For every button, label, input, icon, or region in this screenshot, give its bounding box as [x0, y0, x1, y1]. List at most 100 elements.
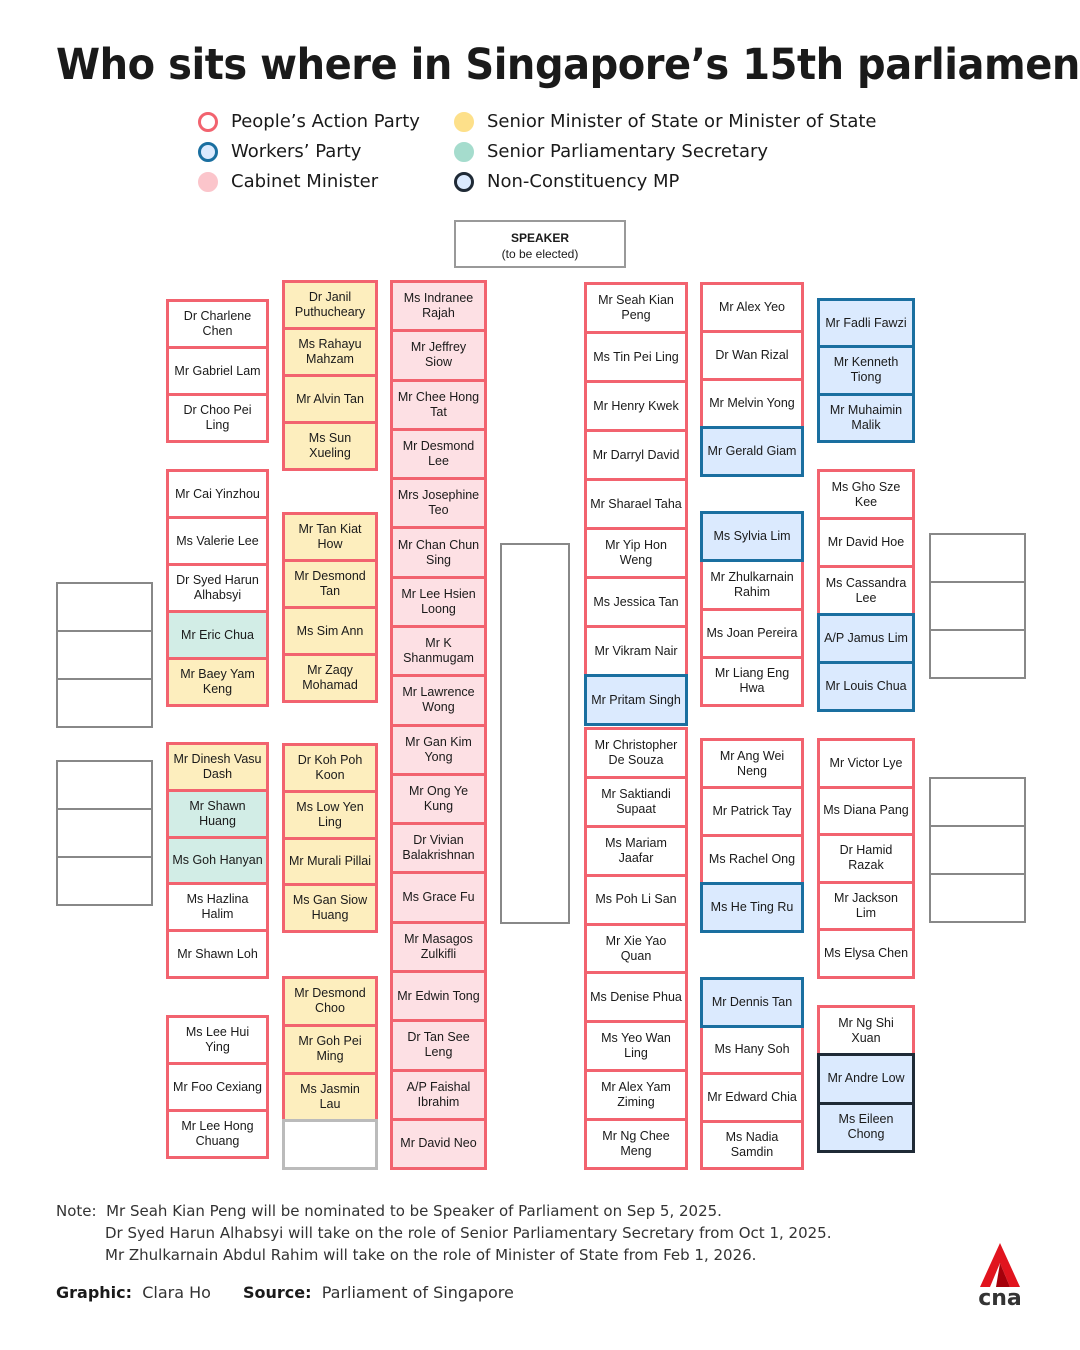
- seat-cabinet: Mr K Shanmugam: [390, 624, 487, 678]
- mp-name: A/P Jamus Lim: [824, 631, 908, 645]
- mp-name: Ms Sylvia Lim: [713, 529, 791, 544]
- note: Note: Mr Seah Kian Peng will be nominate…: [56, 1200, 831, 1266]
- mp-name: Ms Jessica Tan: [593, 594, 679, 609]
- note-line: Dr Syed Harun Alhabsyi will take on the …: [105, 1224, 832, 1242]
- mp-name: Mr Henry Kwek: [593, 398, 679, 413]
- mp-name: Mr Kenneth Tiong: [833, 355, 899, 385]
- seat-wp: Ms Sylvia Lim: [700, 511, 804, 563]
- mp-name: Mr Chan Chun Sing: [397, 537, 480, 567]
- seat-sps: Mr Eric Chua: [166, 610, 269, 660]
- speaker-sub: (to be elected): [501, 247, 579, 261]
- empty-seat-block: [929, 777, 1026, 923]
- seat-ncmp: Mr Andre Low: [817, 1053, 915, 1105]
- mp-name: Mr Xie Yao Quan: [605, 933, 667, 963]
- seat-cabinet: Mrs Josephine Teo: [390, 477, 487, 530]
- mp-name: Ms Poh Li San: [595, 892, 677, 907]
- seat-cabinet: A/P Faishal Ibrahim: [390, 1068, 487, 1121]
- seat-pap: Ms Joan Pereira: [700, 607, 804, 659]
- mp-name: Mr Desmond Tan: [294, 569, 366, 598]
- seat-pap: Ms Yeo Wan Ling: [584, 1020, 688, 1073]
- mp-name: Mr Tan Kiat How: [298, 522, 362, 551]
- empty-seat: [929, 533, 1026, 583]
- seat-cabinet: Mr Chee Hong Tat: [390, 378, 487, 431]
- seat-pap: Mr Jackson Lim: [817, 880, 915, 932]
- seat-cabinet: Dr Vivian Balakrishnan: [390, 822, 487, 875]
- mp-name: Mr Zaqy Mohamad: [302, 663, 358, 692]
- mp-name: Mr Muhaimin Malik: [829, 402, 903, 432]
- empty-seat: [282, 1119, 378, 1170]
- seat-mos: Mr Baey Yam Keng: [166, 657, 269, 707]
- legend-item: Cabinet Minister: [198, 171, 378, 192]
- mp-name: Ms He Ting Ru: [710, 900, 794, 914]
- seat-pap: Mr David Hoe: [817, 517, 915, 568]
- seat-block: Dr Koh Poh Koon Ms Low Yen Ling Mr Murali …: [282, 743, 378, 933]
- center-table: [500, 543, 570, 924]
- mp-name: Mr Christopher De Souza: [594, 737, 678, 767]
- mp-name: Mr Lee Hong Chuang: [181, 1119, 254, 1148]
- seat-pap: Ms Tin Pei Ling: [584, 331, 688, 383]
- note-label: Note:: [56, 1202, 97, 1220]
- source-credit-label: Source:: [243, 1283, 312, 1302]
- mp-name: Dr Koh Poh Koon: [297, 752, 363, 782]
- seat-pap: Mr Xie Yao Quan: [584, 922, 688, 975]
- seat-cabinet: Mr Gan Kim Yong: [390, 723, 487, 776]
- mp-name: Ms Gho Sze Kee: [831, 479, 901, 509]
- mp-name: Mr Louis Chua: [825, 679, 907, 693]
- mp-name: Ms Rachel Ong: [708, 852, 796, 866]
- mp-name: Mr Desmond Choo: [294, 986, 366, 1016]
- seat-mos: Mr Alvin Tan: [282, 374, 378, 424]
- mp-name: Mr Jeffrey Siow: [410, 340, 467, 370]
- legend-label: Workers’ Party: [231, 141, 362, 162]
- mp-name: Dr Syed Harun Alhabsyi: [176, 573, 259, 602]
- mp-name: Mr Alex Yeo: [718, 300, 785, 314]
- mp-name: Mr Pritam Singh: [591, 692, 681, 707]
- seat-pap: Ms Rachel Ong: [700, 834, 804, 885]
- mp-name: Mr Vikram Nair: [594, 643, 678, 658]
- seat-pap: Mr Alex Yam Ziming: [584, 1069, 688, 1122]
- seat-mos: Mr Tan Kiat How: [282, 512, 378, 562]
- mp-name: Mr Baey Yam Keng: [180, 667, 255, 696]
- mp-name: Mr Seah Kian Peng: [598, 293, 674, 322]
- seat-pap: Ms Elysa Chen: [817, 928, 915, 979]
- seat-pap: Mr Darryl David: [584, 429, 688, 481]
- mp-name: Ms Grace Fu: [402, 890, 475, 905]
- graphic-credit-label: Graphic:: [56, 1283, 133, 1302]
- empty-seat: [929, 777, 1026, 827]
- mp-name: Ms Jasmin Lau: [300, 1081, 360, 1111]
- seat-cabinet: Mr Ong Ye Kung: [390, 772, 487, 826]
- mp-name: Mr Gan Kim Yong: [405, 734, 472, 764]
- legend-label: People’s Action Party: [231, 111, 420, 132]
- mp-name: Mr Zhulkarnain Rahim: [710, 569, 794, 599]
- seat-pap: Mr Saktiandi Supaat: [584, 775, 688, 828]
- seat-wp: Mr Muhaimin Malik: [817, 392, 915, 443]
- seat-mos: Ms Rahayu Mahzam: [282, 327, 378, 377]
- seat-mos: Ms Jasmin Lau: [282, 1071, 378, 1123]
- speaker-label: SPEAKER: [510, 231, 569, 245]
- mp-name: Dr Choo Pei Ling: [183, 403, 252, 432]
- mp-name: Ms Yeo Wan Ling: [601, 1031, 671, 1061]
- mp-name: Mr Goh Pei Ming: [298, 1034, 362, 1064]
- seat-pap: Mr Edward Chia: [700, 1072, 804, 1123]
- seat-pap: Ms Lee Hui Ying: [166, 1015, 269, 1065]
- mp-name: Mr David Neo: [400, 1136, 477, 1151]
- mp-name: A/P Faishal Ibrahim: [406, 1079, 471, 1109]
- mp-name: Mr Murali Pillai: [289, 853, 371, 868]
- mp-name: Mr Lawrence Wong: [402, 685, 475, 715]
- mp-name: Mr Cai Yinzhou: [175, 486, 260, 501]
- seat-mos: Ms Low Yen Ling: [282, 789, 378, 840]
- seat-mos: Mr Desmond Choo: [282, 976, 378, 1027]
- seat-pap: Mr Alex Yeo: [700, 282, 804, 333]
- empty-seat: [56, 856, 153, 906]
